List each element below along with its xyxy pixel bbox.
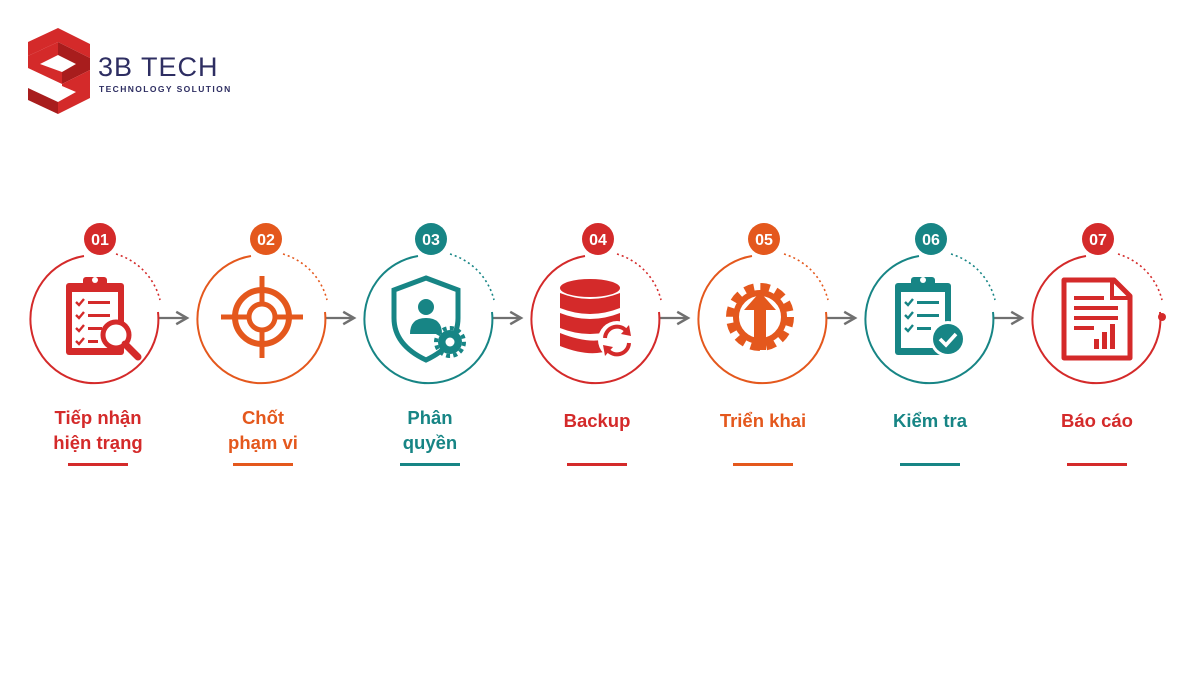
step-6-number: 06: [922, 232, 940, 249]
step-2-label-line1: Chốt: [241, 407, 285, 428]
step-6-number-badge: [915, 223, 947, 255]
step-7-label-line1: Báo cáo: [1061, 410, 1133, 431]
step-7-dotted-arc: [1117, 253, 1163, 301]
step-3-label-line1: Phân: [407, 407, 453, 428]
step-5-dotted-arc: [783, 253, 829, 301]
step-1-underline: [68, 463, 128, 466]
clipboard-check-icon: [895, 277, 966, 357]
step-6-label-line1: Kiểm tra: [892, 410, 968, 431]
step-2-underline: [233, 463, 293, 466]
step-3[interactable]: 03: [363, 223, 495, 385]
step-6-dotted-arc: [950, 253, 996, 301]
step-7-number-badge: [1082, 223, 1114, 255]
step-1-label-line1: Tiếp nhận: [54, 407, 142, 428]
step-1-ring: [29, 255, 160, 385]
step-4[interactable]: 04: [530, 223, 662, 385]
step-4-number: 04: [589, 232, 607, 249]
step-underlines: [68, 463, 1127, 466]
step-4-ring: [530, 255, 661, 385]
step-7-number: 07: [1089, 232, 1107, 249]
step-5[interactable]: 05: [697, 223, 829, 385]
step-7[interactable]: 07: [1031, 223, 1166, 385]
report-chart-icon: [1061, 277, 1133, 361]
step-3-underline: [400, 463, 460, 466]
step-7-underline: [1067, 463, 1127, 466]
step-3-number-badge: [415, 223, 447, 255]
step-6-label: Kiểm tra: [860, 408, 1000, 433]
step-5-label-line1: Triển khai: [719, 410, 807, 431]
step-2-dotted-arc: [282, 253, 328, 301]
step-4-label: Backup: [527, 408, 667, 433]
brand-tagline: TECHNOLOGY SOLUTION: [99, 84, 232, 94]
step-7-label: Báo cáo: [1027, 408, 1167, 433]
step-2-number-badge: [250, 223, 282, 255]
step-4-underline: [567, 463, 627, 466]
step-4-label-line1: Backup: [563, 410, 631, 431]
step-5-number-badge: [748, 223, 780, 255]
step-1-number-badge: [84, 223, 116, 255]
brand-logo[interactable]: 3B TECH TECHNOLOGY SOLUTION: [28, 28, 258, 118]
brand-name: 3B TECH: [98, 52, 219, 82]
step-3-ring: [363, 255, 494, 385]
step-5-number: 05: [755, 232, 773, 249]
step-1-label-line2: hiện trạng: [53, 432, 143, 453]
step-3-number: 03: [422, 232, 440, 249]
step-5-label: Triển khai: [693, 408, 833, 433]
step-2[interactable]: 02: [196, 223, 328, 385]
step-1-number: 01: [91, 232, 109, 249]
step-1-dotted-arc: [115, 253, 161, 301]
target-crosshair-icon: [221, 276, 303, 358]
step-7-ring: [1031, 255, 1162, 385]
step-4-number-badge: [582, 223, 614, 255]
step-1[interactable]: 01: [29, 223, 161, 385]
gear-arrow-up-icon: [726, 283, 794, 351]
step-5-underline: [733, 463, 793, 466]
step-2-number: 02: [257, 232, 275, 249]
step-6[interactable]: 06: [864, 223, 996, 385]
step-2-label-line2: phạm vi: [228, 432, 298, 453]
step-6-underline: [900, 463, 960, 466]
step-6-ring: [864, 255, 995, 385]
step-2-ring: [196, 255, 327, 385]
step-7-end-dot: [1158, 313, 1166, 321]
step-4-dotted-arc: [616, 253, 662, 301]
step-3-label-line2: quyền: [402, 432, 458, 453]
step-2-label: Chốt phạm vi: [193, 405, 333, 455]
step-3-dotted-arc: [449, 253, 495, 301]
shield-user-gear-icon: [391, 275, 466, 363]
clipboard-search-icon: [66, 277, 142, 361]
step-1-label: Tiếp nhận hiện trạng: [28, 405, 168, 455]
3b-logo-mark-icon: [28, 28, 90, 114]
database-refresh-icon: [560, 279, 636, 359]
step-3-label: Phân quyền: [360, 405, 500, 455]
step-5-ring: [697, 255, 828, 385]
